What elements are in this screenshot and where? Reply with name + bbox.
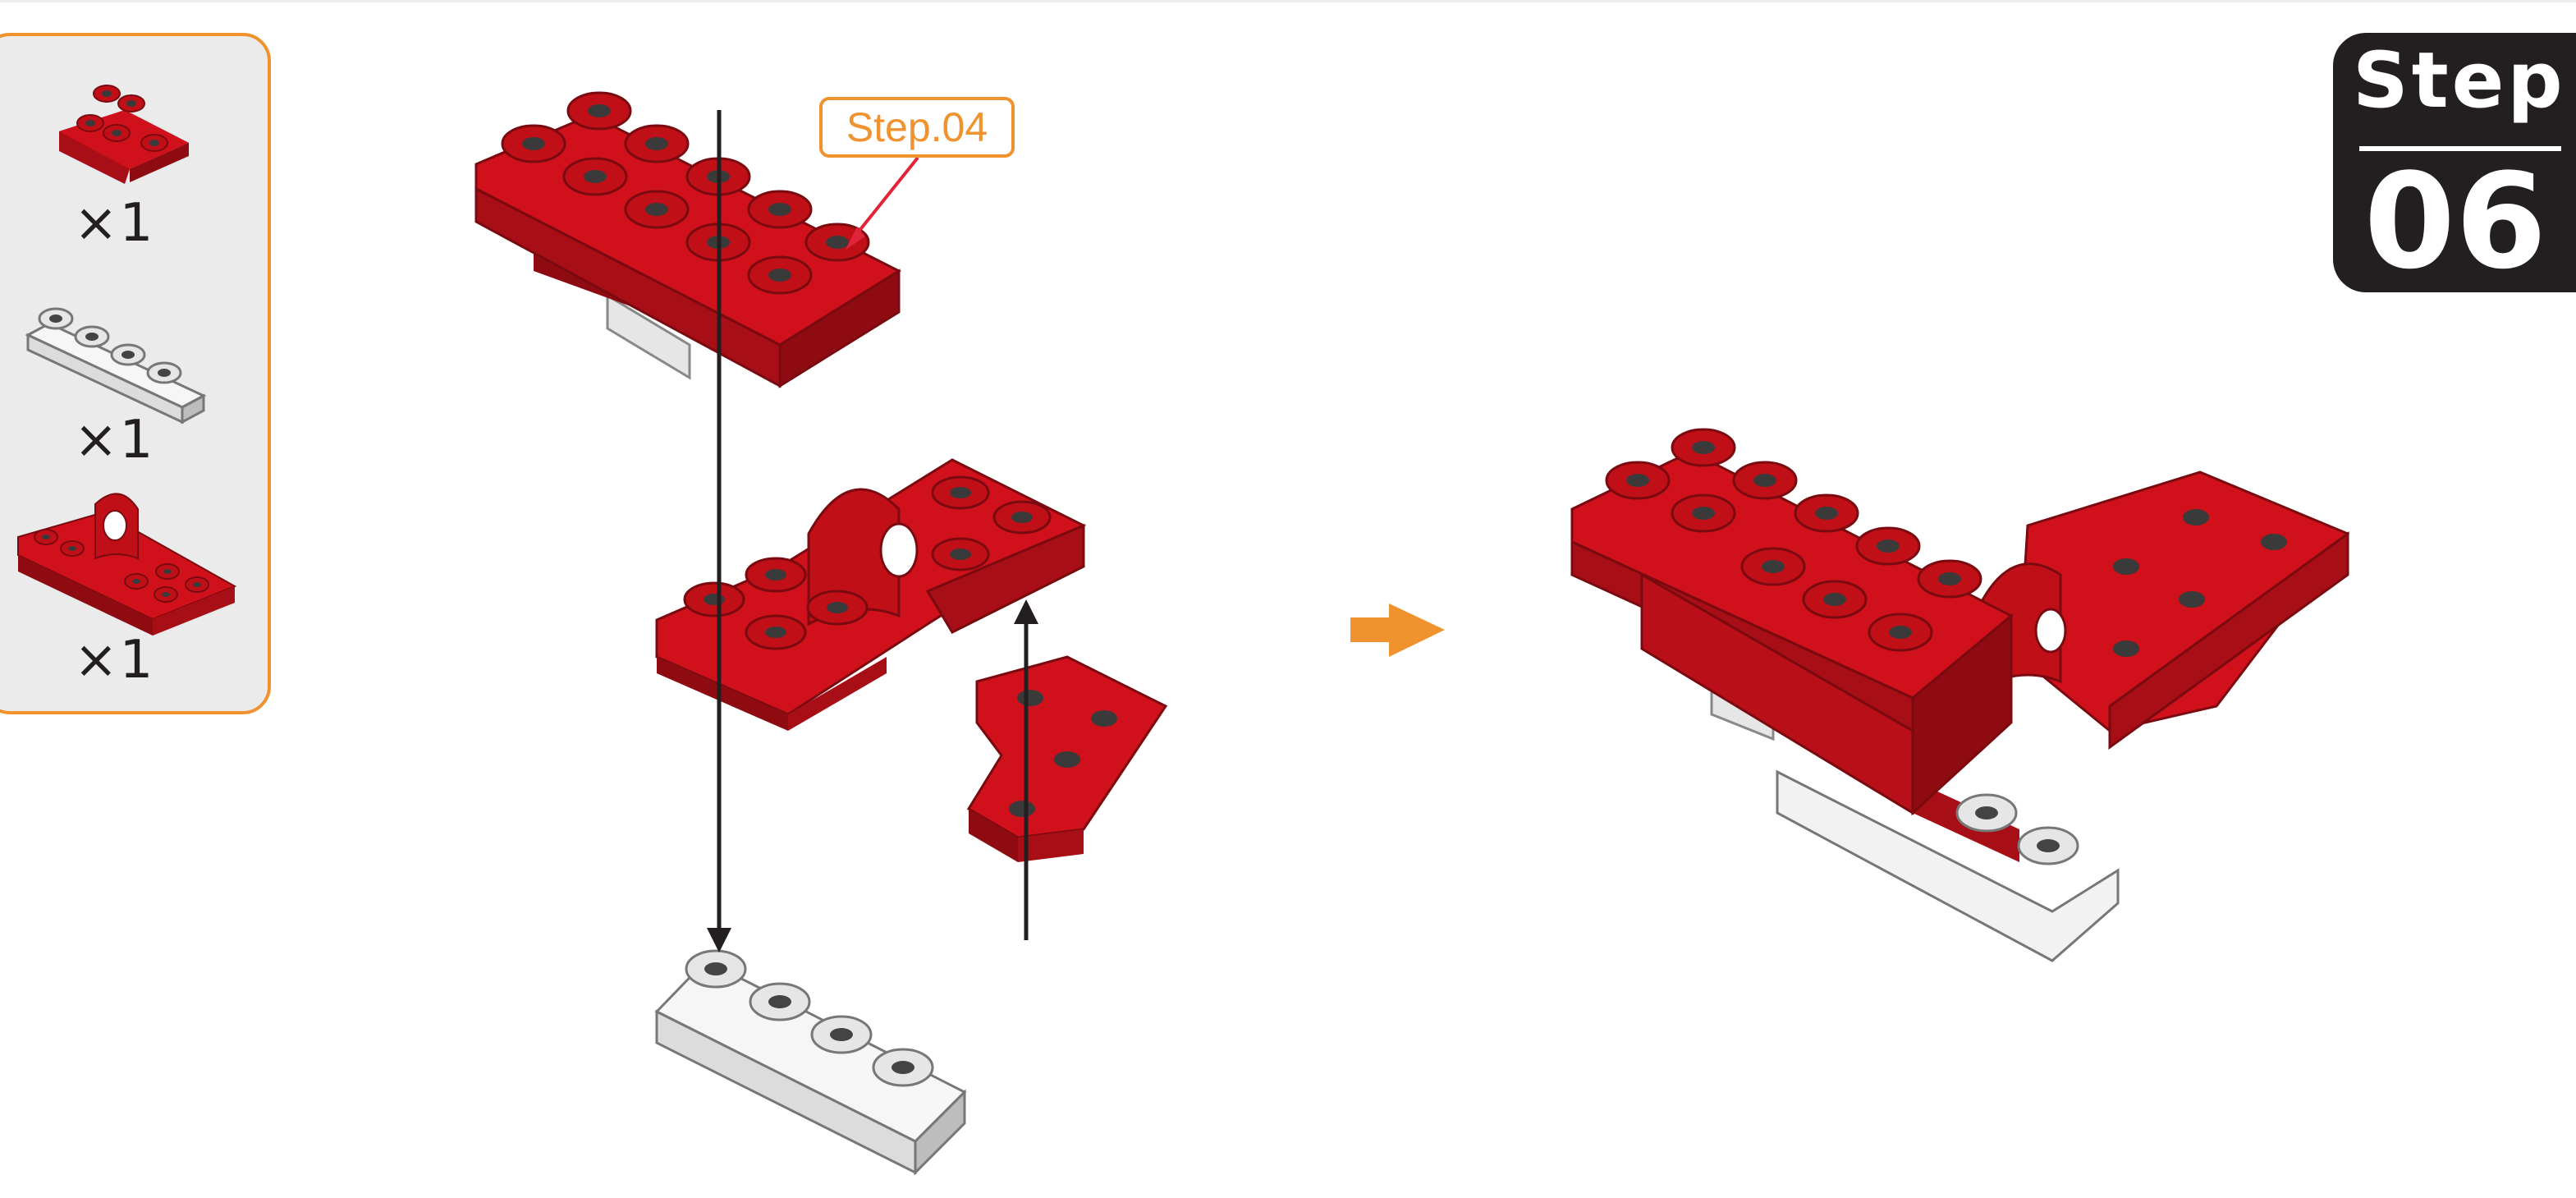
red-hinge-plate-icon <box>17 493 237 636</box>
white-1x4-plate-icon <box>25 307 207 425</box>
white-1x4-plate <box>654 949 967 1176</box>
step-badge: Step 06 <box>2333 33 2576 292</box>
part-quantity: ×1 <box>74 410 155 470</box>
step04-red-assembly <box>474 91 902 388</box>
red-l-plate-icon <box>59 85 189 184</box>
result-arrow-icon <box>1350 604 1445 657</box>
parts-list-panel: ×1 ×1 ×1 <box>0 33 271 714</box>
part-quantity: ×1 <box>74 630 155 691</box>
callout-pointer <box>850 156 919 241</box>
red-hinge-plate <box>655 458 1087 731</box>
top-rule <box>0 0 2576 2</box>
part-quantity: ×1 <box>74 193 155 254</box>
assembled-model <box>1570 428 2350 962</box>
step-badge-word: Step <box>2353 36 2566 126</box>
step-reference-callout: Step.04 <box>819 97 1015 158</box>
red-wedge-plate <box>966 655 1168 862</box>
step-badge-divider <box>2359 146 2561 151</box>
step-badge-number: 06 <box>2363 145 2547 298</box>
callout-pointer-head <box>846 227 865 250</box>
